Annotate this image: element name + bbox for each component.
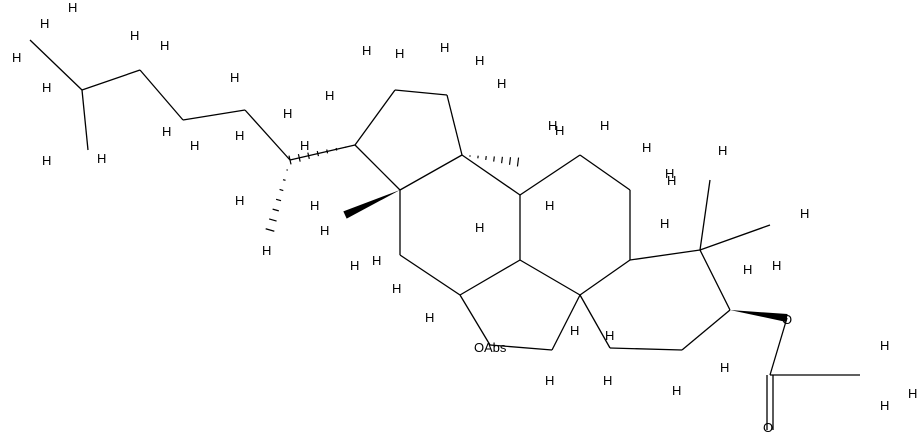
bond: [700, 250, 730, 310]
hydrogen-atom-label: H: [880, 338, 889, 353]
hash-stroke: [283, 180, 285, 181]
bond: [183, 110, 245, 120]
oxygen-atom-ring: O: [474, 340, 484, 355]
hydrogen-atom-label: H: [545, 198, 554, 213]
hydrogen-atom-label: H: [720, 360, 729, 375]
hash-stroke: [308, 153, 309, 159]
hydrogen-atom-label: H: [362, 43, 371, 58]
hydrogen-atom-label: H: [392, 281, 401, 296]
bond: [30, 40, 82, 90]
hydrogen-atom-label: H: [97, 151, 106, 166]
hash-stroke: [266, 229, 275, 231]
hydrogen-atom-label: H: [162, 124, 171, 139]
wedge-bond-angular-methyl: [343, 190, 400, 219]
bond: [520, 260, 580, 295]
hash-stroke: [336, 148, 337, 151]
oxygen-atom-ester: O: [782, 312, 792, 327]
bond: [140, 70, 183, 120]
hydrogen-atom-label: H: [660, 216, 669, 231]
hashed-bond-methyl: [266, 170, 288, 231]
hydrogen-atom-label: H: [603, 373, 612, 388]
bond: [460, 295, 490, 345]
bond: [82, 90, 88, 150]
hydrogen-atom-label: H: [497, 76, 506, 91]
hydrogen-atom-label: H: [320, 223, 329, 238]
hydrogen-atom-label: H: [235, 193, 244, 208]
hydrogen-atom-label: H: [800, 206, 809, 221]
hydrogen-atom-label: H: [425, 310, 434, 325]
hydrogen-atom-label: H: [310, 198, 319, 213]
bond: [630, 250, 700, 260]
hydrogen-atom-label: H: [300, 138, 309, 153]
hydrogen-atom-label: H: [190, 138, 199, 153]
hydrogen-atom-label: H: [230, 70, 239, 85]
hash-stroke: [298, 154, 300, 162]
hydrogen-atom-label: H: [283, 106, 292, 121]
bond: [462, 155, 520, 195]
hydrogen-atom-label: H: [160, 38, 169, 53]
hydrogen-atom-label: H: [605, 328, 614, 343]
hydrogen-atom-label: H: [908, 386, 917, 401]
hydrogen-atom-label: H: [475, 53, 484, 68]
hydrogen-atom-label: H: [395, 46, 404, 61]
hydrogen-atom-label: H: [772, 258, 781, 273]
bond: [82, 70, 140, 90]
hash-stroke: [327, 150, 328, 154]
hash-stroke: [269, 219, 276, 221]
hash-stroke: [273, 209, 279, 211]
bond: [700, 180, 710, 250]
hydrogen-atom-label: H: [475, 220, 484, 235]
hydrogen-atom-label: H: [570, 323, 579, 338]
bond: [400, 255, 460, 295]
hydrogen-atom-label: H: [40, 16, 49, 31]
bond: [580, 155, 630, 190]
hydrogen-atom-label: H: [440, 40, 449, 55]
wedge-bond-ester: [730, 310, 788, 322]
hash-stroke: [510, 157, 511, 165]
hash-stroke: [276, 199, 281, 200]
bond-layer: [30, 40, 860, 430]
hydrogen-atom-label: H: [12, 50, 21, 65]
abs-label: Abs: [484, 340, 507, 355]
hydrogen-atom-label: H: [42, 80, 51, 95]
bond: [682, 310, 730, 350]
hydrogen-atom-label: H: [880, 398, 889, 413]
hydrogen-atom-label: H: [372, 253, 381, 268]
bond: [355, 145, 400, 190]
hydrogen-atom-label: H: [743, 262, 752, 277]
hydrogen-atom-label: H: [600, 118, 609, 133]
hydrogen-atom-label: H: [68, 0, 77, 15]
hydrogen-atom-label: H: [325, 88, 334, 103]
hydrogen-atom-label: H: [42, 153, 51, 168]
hydrogen-atom-label: H: [665, 166, 674, 181]
hash-stroke: [502, 157, 503, 163]
bond: [395, 90, 447, 95]
hydrogen-atom-label: H: [262, 243, 271, 258]
hydrogen-atom-label: H: [350, 258, 359, 273]
hydrogen-atom-label: H: [235, 128, 244, 143]
oxygen-atom-carbonyl: O: [763, 420, 773, 435]
hydrogen-atom-label: H: [642, 140, 651, 155]
bond: [400, 155, 462, 190]
hash-stroke: [317, 151, 318, 156]
hydrogen-atom-label: H: [672, 383, 681, 398]
bond: [447, 95, 462, 155]
bond: [610, 348, 682, 350]
hydrogen-atom-label: H: [130, 28, 139, 43]
hash-stroke: [494, 156, 495, 161]
bond: [355, 90, 395, 145]
bond: [460, 260, 520, 295]
hydrogen-atom-label: H: [555, 123, 564, 138]
hash-stroke: [280, 189, 284, 190]
hash-stroke: [517, 158, 518, 167]
hydrogen-atom-label: H: [718, 143, 727, 158]
bond: [580, 260, 630, 295]
bond: [520, 155, 580, 195]
hydrogen-atom-label: H: [545, 373, 554, 388]
bond: [700, 225, 770, 250]
